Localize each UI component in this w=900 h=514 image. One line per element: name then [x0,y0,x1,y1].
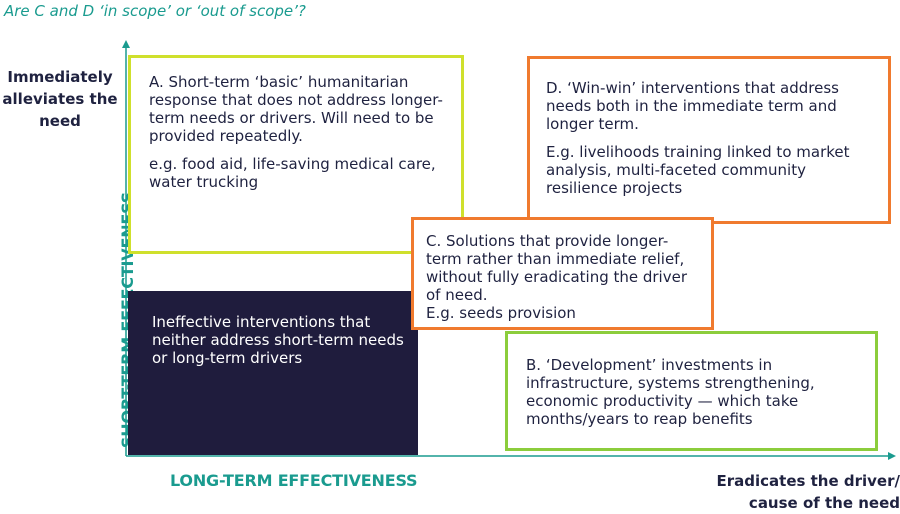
box-d-text: D. ‘Win-win’ interventions that address … [546,79,839,133]
x-axis-right-label-line2: cause of the need [748,494,900,512]
box-d-example: E.g. livelihoods training linked to mark… [546,143,850,197]
x-axis-title: LONG-TERM EFFECTIVENESS [170,471,418,490]
box-ineffective: Ineffective interventions that neither a… [128,291,418,455]
box-ineffective-text: Ineffective interventions that neither a… [152,313,404,367]
x-axis-right-label: Eradicates the driver/ cause of the need [644,470,900,514]
box-b: B. ‘Development’ investments in infrastr… [505,331,878,451]
box-a: A. Short-term ‘basic’ humanitarian respo… [128,55,464,254]
box-b-text: B. ‘Development’ investments in infrastr… [526,356,815,428]
box-d: D. ‘Win-win’ interventions that address … [527,56,891,224]
x-axis-arrow [888,452,896,460]
question-title: Are C and D ‘in scope’ or ‘out of scope’… [4,2,306,20]
box-c: C. Solutions that provide longer-term ra… [411,217,714,330]
box-a-example: e.g. food aid, life-saving medical care,… [149,155,436,191]
box-c-text: C. Solutions that provide longer-term ra… [426,232,687,304]
x-axis-right-label-line1: Eradicates the driver/ [716,472,900,490]
y-axis-top-label: Immediately alleviates the need [2,68,118,130]
y-axis-arrow [122,40,130,48]
box-c-example: E.g. seeds provision [426,304,576,322]
box-a-text: A. Short-term ‘basic’ humanitarian respo… [149,73,443,145]
